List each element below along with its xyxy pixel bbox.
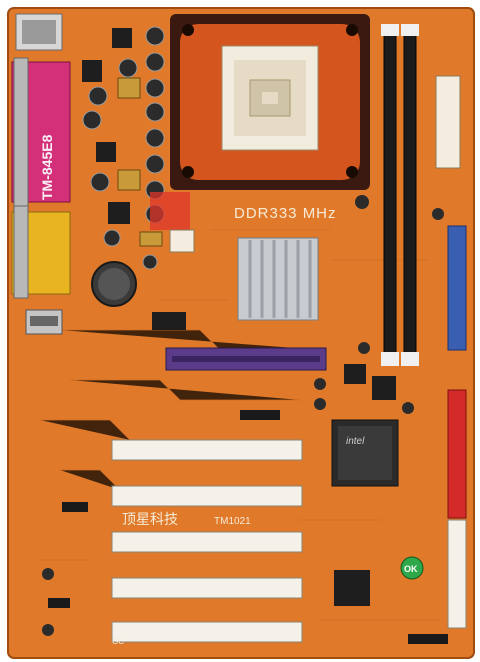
io-chip — [372, 376, 396, 400]
board-code: TM1021 — [214, 516, 251, 527]
bios-chip — [152, 312, 186, 330]
bottom-logo: GC — [112, 637, 124, 646]
mosfets — [82, 28, 132, 224]
audio-chip — [334, 570, 370, 606]
cmos-battery-icon — [91, 261, 137, 307]
clock-chip — [344, 364, 366, 384]
ide-connector-red — [447, 389, 467, 519]
chipset-icon: intel — [331, 419, 399, 487]
memory-speed-label: DDR333 MHz — [234, 205, 337, 222]
atx12v-connector — [169, 229, 195, 253]
ok-badge: OK — [400, 556, 424, 580]
ide-connector-blue — [447, 225, 467, 351]
jumper-headers — [48, 410, 448, 644]
vrm-plane — [150, 192, 190, 230]
heatsink-icon — [237, 237, 319, 321]
board-model-label: TM-845E8 — [39, 134, 55, 200]
atx-power-connector — [435, 75, 461, 169]
cpu-socket-icon — [221, 45, 319, 151]
pcb-traces — [40, 229, 440, 621]
chipset-brand: intel — [346, 436, 365, 447]
brand-text: 顶星科技 — [122, 512, 178, 528]
dimm-slots — [381, 24, 419, 366]
svg-text:OK: OK — [404, 564, 418, 574]
inductor-coils — [117, 77, 163, 247]
small-capacitors — [42, 195, 444, 636]
pci-slots — [111, 439, 303, 643]
floppy-connector — [447, 519, 467, 629]
